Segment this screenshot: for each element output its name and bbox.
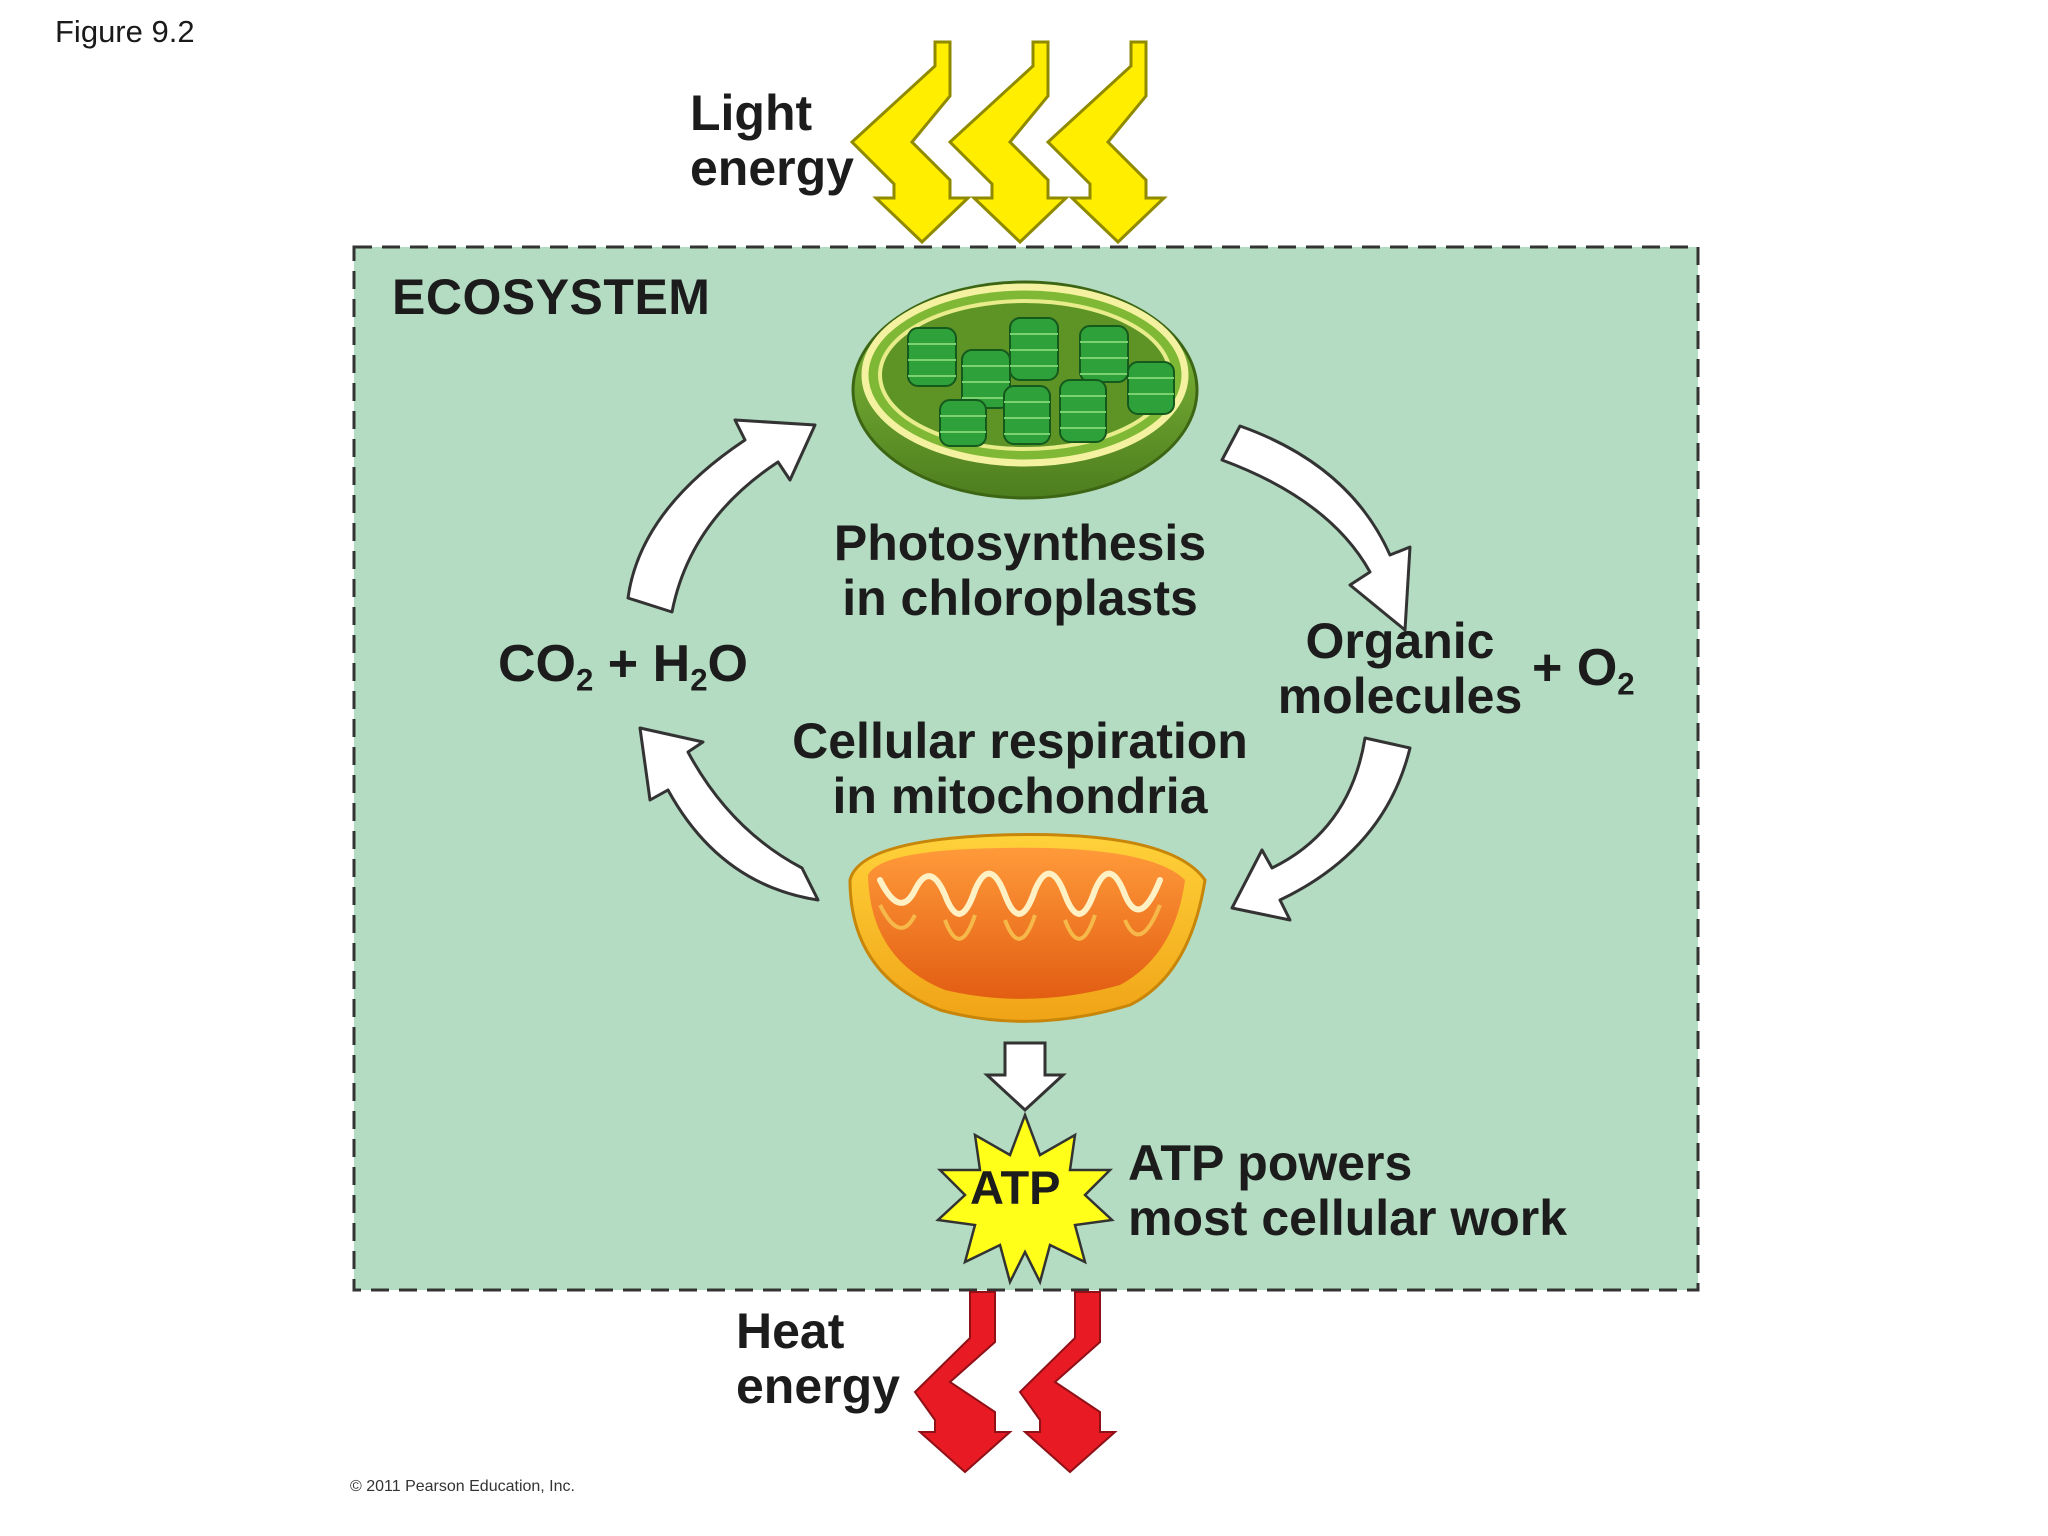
- arrow-to-co2-h2o-icon: [638, 726, 820, 902]
- o2-label: + O2: [1532, 639, 1635, 702]
- chloroplast-icon: [851, 280, 1199, 500]
- co2-h2o-label: CO2 + H2O: [498, 635, 748, 698]
- granum: [1003, 385, 1051, 445]
- ecosystem-label: ECOSYSTEM: [392, 269, 711, 325]
- down-arrow-icon: [983, 1041, 1067, 1113]
- copyright-notice: © 2011 Pearson Education, Inc.: [350, 1478, 575, 1495]
- granum: [907, 327, 957, 387]
- light-bolt-icon: [849, 40, 972, 245]
- heat-energy-bolts: [913, 1291, 1118, 1474]
- granum: [1009, 317, 1059, 381]
- mitochondrion-icon: [848, 833, 1207, 1023]
- granum: [939, 399, 987, 447]
- granum: [1059, 379, 1107, 443]
- atp-badge-label: ATP: [970, 1161, 1061, 1214]
- atp-starburst-icon: [935, 1111, 1115, 1286]
- atp-powers-label: ATP powers most cellular work: [1128, 1135, 1568, 1246]
- light-bolt-icon: [947, 40, 1070, 245]
- light-energy-bolts: [849, 40, 1168, 245]
- cellular-respiration-label: Cellular respiration in mitochondria: [792, 713, 1248, 824]
- photosynthesis-label: Photosynthesis in chloroplasts: [833, 515, 1207, 626]
- organic-molecules-label: Organic molecules: [1277, 613, 1523, 724]
- heat-bolt-icon: [913, 1291, 1013, 1474]
- heat-bolt-icon: [1018, 1291, 1118, 1474]
- light-energy-label: Light energy: [690, 85, 854, 196]
- figure-label: Figure 9.2: [55, 14, 195, 49]
- arrow-to-organic-molecules-icon: [1220, 424, 1412, 632]
- granum: [1079, 325, 1129, 383]
- granum: [1127, 361, 1175, 415]
- heat-energy-label: Heat energy: [736, 1303, 900, 1414]
- arrow-to-photosynthesis-icon: [626, 418, 817, 614]
- light-bolt-icon: [1045, 40, 1168, 245]
- arrow-to-mitochondria-icon: [1230, 736, 1412, 922]
